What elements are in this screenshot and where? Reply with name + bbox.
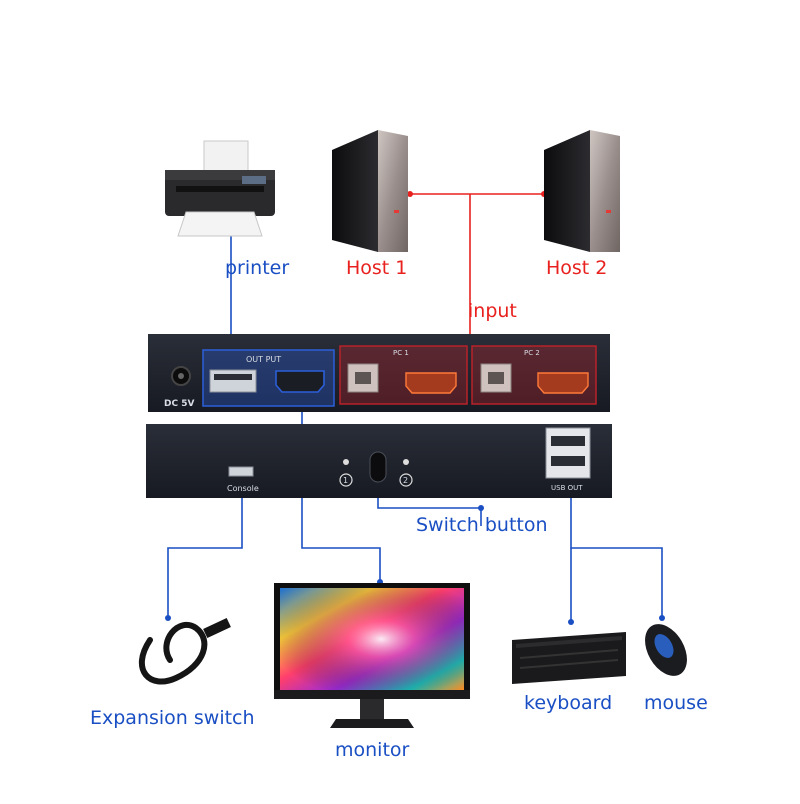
switch-button-label: Switch button: [416, 514, 548, 536]
led-1-icon: [343, 459, 349, 465]
wire-dots: [165, 229, 665, 625]
pc1-hdmi-port-icon: [405, 372, 457, 394]
console-mini-usb-port-icon: [228, 466, 254, 477]
switch-button-icon: [369, 451, 387, 483]
keyboard-icon: [512, 632, 626, 684]
kvm-front-panel: [146, 424, 612, 498]
host2-tower-icon: [544, 130, 620, 252]
led-2-icon: [403, 459, 409, 465]
mouse-label: mouse: [644, 692, 708, 714]
output-label: OUT PUT: [246, 355, 281, 364]
usb-out-stack-icon: [545, 427, 591, 479]
wire-usb-out: [570, 484, 663, 618]
pc1-label: PC 1: [393, 349, 409, 357]
printer-icon: [165, 140, 275, 237]
expansion-switch-label: Expansion switch: [90, 707, 255, 729]
usb-a-port-icon: [209, 369, 257, 393]
host1-label: Host 1: [346, 257, 408, 279]
wire-expansion: [167, 488, 243, 618]
keyboard-label: keyboard: [524, 692, 613, 714]
monitor-icon: [274, 583, 470, 728]
console-label: Console: [227, 484, 259, 493]
monitor-label: monitor: [335, 739, 410, 761]
led-2-label: 2: [403, 476, 408, 485]
input-label: input: [468, 300, 517, 322]
expansion-cable-icon: [138, 617, 231, 685]
host2-label: Host 2: [546, 257, 608, 279]
pc2-hdmi-port-icon: [537, 372, 589, 394]
pc2-label: PC 2: [524, 349, 540, 357]
mouse-icon: [645, 624, 687, 676]
led-1-label: 1: [343, 476, 348, 485]
usb-out-label: USB OUT: [551, 484, 583, 492]
red-wires: [410, 193, 544, 348]
printer-label: printer: [225, 257, 290, 279]
kvm-rear-panel: [148, 334, 610, 412]
host1-tower-icon: [332, 130, 408, 252]
hdmi-port-icon: [275, 370, 325, 393]
dc-label: DC 5V: [164, 399, 194, 409]
